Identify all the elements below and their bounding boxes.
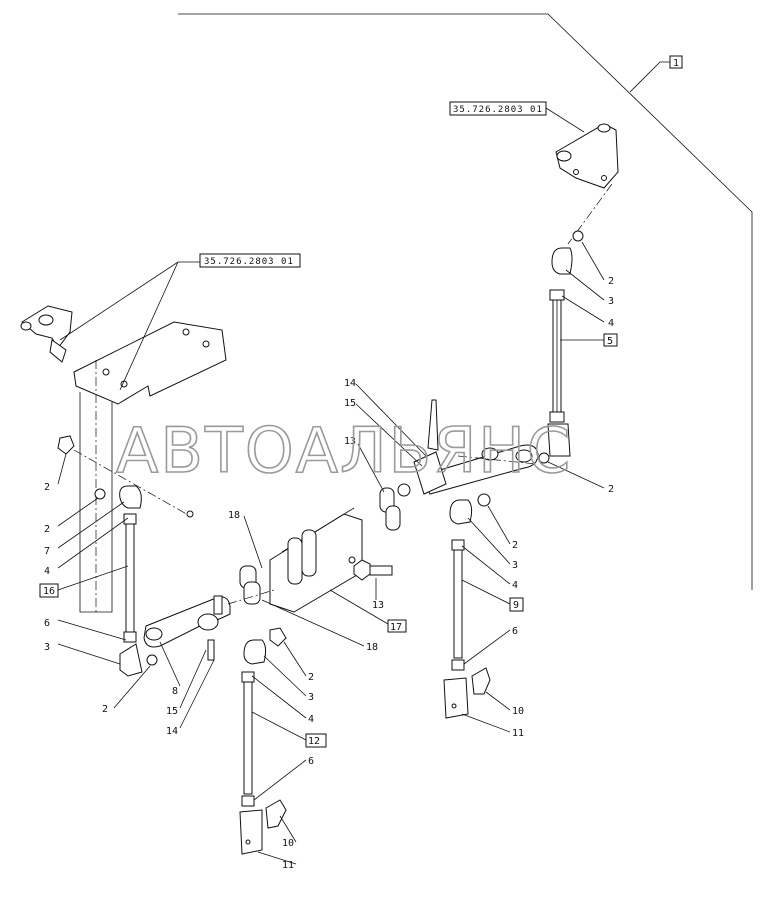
right-upper-bracket xyxy=(555,123,619,245)
svg-text:13: 13 xyxy=(372,600,384,611)
svg-text:4: 4 xyxy=(44,566,50,577)
svg-text:18: 18 xyxy=(366,642,378,653)
svg-text:2: 2 xyxy=(308,672,314,683)
callouts-right: 2 3 4 9 6 10 11 xyxy=(461,505,524,739)
svg-text:35.726.2803 01: 35.726.2803 01 xyxy=(453,105,543,115)
svg-text:3: 3 xyxy=(308,692,314,703)
svg-text:14: 14 xyxy=(166,726,178,737)
callouts-center: 14 15 13 18 13 17 18 8 15 14 xyxy=(159,378,427,737)
center-lever-assembly xyxy=(143,399,539,661)
svg-text:11: 11 xyxy=(282,860,294,871)
svg-text:18: 18 xyxy=(228,510,240,521)
svg-text:2: 2 xyxy=(44,482,50,493)
svg-text:4: 4 xyxy=(308,714,314,725)
svg-text:17: 17 xyxy=(390,622,402,633)
svg-text:3: 3 xyxy=(44,642,50,653)
right-rod-assembly xyxy=(443,493,491,719)
svg-text:15: 15 xyxy=(166,706,178,717)
svg-text:10: 10 xyxy=(512,706,524,717)
reference-label-right: 35.726.2803 01 xyxy=(449,101,585,133)
svg-text:6: 6 xyxy=(44,618,50,629)
svg-text:3: 3 xyxy=(608,296,614,307)
svg-text:15: 15 xyxy=(344,398,356,409)
center-line xyxy=(457,455,537,465)
svg-text:2: 2 xyxy=(512,540,518,551)
svg-text:12: 12 xyxy=(308,736,320,747)
svg-text:2: 2 xyxy=(102,704,108,715)
svg-text:10: 10 xyxy=(282,838,294,849)
svg-text:4: 4 xyxy=(512,580,518,591)
svg-text:16: 16 xyxy=(43,586,55,597)
reference-label-left: 35.726.2803 01 xyxy=(59,253,301,391)
svg-text:2: 2 xyxy=(608,484,614,495)
svg-text:9: 9 xyxy=(513,600,519,611)
svg-text:2: 2 xyxy=(44,524,50,535)
svg-text:11: 11 xyxy=(512,728,524,739)
boxed-label-1: 1 xyxy=(629,55,683,93)
svg-text:2: 2 xyxy=(608,276,614,287)
callouts-right-upper: 2 3 4 5 2 xyxy=(547,241,618,495)
watermark: АВТОАЛЬЯНС xyxy=(116,414,572,487)
right-upper-rod-assembly xyxy=(538,230,584,464)
svg-text:4: 4 xyxy=(608,318,614,329)
callouts-middle: 2 3 4 12 6 10 11 xyxy=(251,641,327,871)
svg-text:5: 5 xyxy=(607,336,613,347)
left-bracket-plate xyxy=(20,305,227,613)
svg-text:3: 3 xyxy=(512,560,518,571)
left-rod-assembly xyxy=(57,435,194,677)
svg-text:14: 14 xyxy=(344,378,356,389)
svg-text:7: 7 xyxy=(44,546,50,557)
svg-text:13: 13 xyxy=(344,436,356,447)
middle-rod-assembly xyxy=(239,627,287,855)
svg-text:8: 8 xyxy=(172,686,178,697)
svg-text:1: 1 xyxy=(673,58,679,69)
callouts-left: 2 2 7 4 16 6 3 2 xyxy=(39,453,151,715)
assembly-border xyxy=(178,13,753,590)
svg-text:6: 6 xyxy=(512,626,518,637)
svg-text:35.726.2803 01: 35.726.2803 01 xyxy=(204,257,294,267)
svg-text:6: 6 xyxy=(308,756,314,767)
